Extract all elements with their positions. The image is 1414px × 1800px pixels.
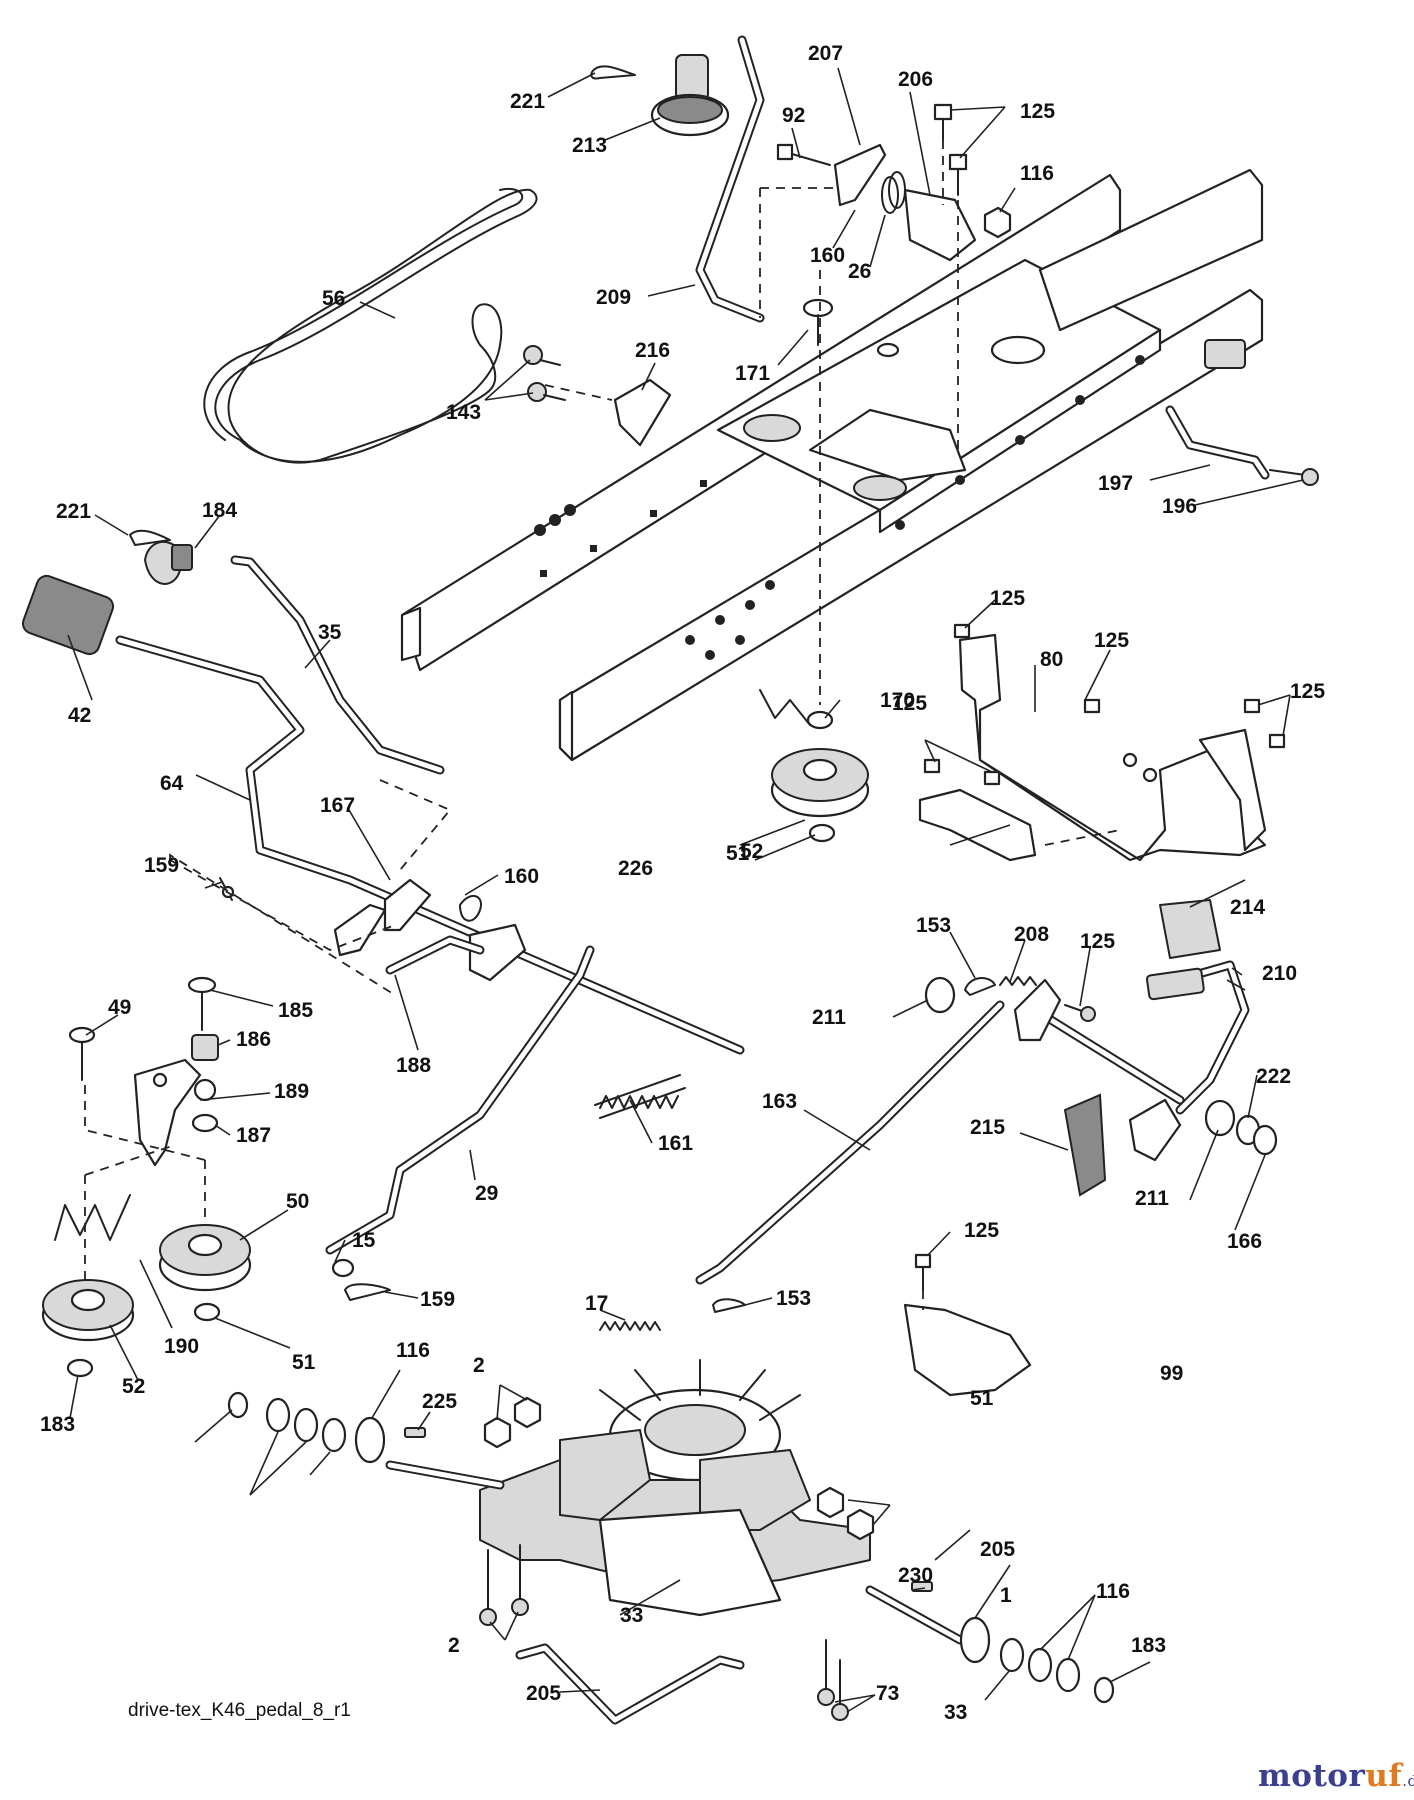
watermark-logo: motoruf.de (1258, 1758, 1414, 1794)
callout-labels: 2212132079220612511616026209561712161431… (40, 42, 1325, 1724)
callout-160: 160 (810, 244, 845, 267)
callout-35: 35 (318, 621, 342, 644)
callout-185: 185 (278, 999, 313, 1022)
callout-50: 50 (286, 1190, 309, 1213)
callout-17: 17 (585, 1292, 608, 1315)
callout-214: 214 (1230, 896, 1265, 919)
callout-207: 207 (808, 42, 843, 65)
callout-216: 216 (635, 339, 670, 362)
callout-206: 206 (898, 68, 933, 91)
callout-80: 80 (1040, 648, 1063, 671)
callout-213: 213 (572, 134, 607, 157)
callout-99: 99 (1160, 1362, 1183, 1385)
callout-52: 52 (740, 840, 763, 863)
callout-125: 125 (964, 1219, 999, 1242)
callout-125: 125 (1080, 930, 1115, 953)
watermark-part1: motor (1258, 1758, 1366, 1794)
callout-196: 196 (1162, 495, 1197, 518)
rail-holes (534, 355, 1145, 660)
callout-92: 92 (782, 104, 805, 127)
callout-211: 211 (1135, 1187, 1169, 1210)
callout-42: 42 (68, 704, 91, 727)
callout-125: 125 (892, 692, 927, 715)
chassis-frame (400, 168, 1264, 762)
callout-29: 29 (475, 1182, 498, 1205)
callout-51: 51 (970, 1387, 994, 1410)
callout-125: 125 (1020, 100, 1055, 123)
callout-170: 170 (880, 689, 915, 712)
callout-209: 209 (596, 286, 631, 309)
callout-221: 221 (510, 90, 545, 113)
callout-184: 184 (202, 499, 237, 522)
callout-205: 205 (526, 1682, 561, 1705)
callout-116: 116 (1096, 1580, 1130, 1603)
callout-116: 116 (396, 1339, 430, 1362)
callout-205: 205 (980, 1538, 1015, 1561)
callout-64: 64 (160, 772, 184, 795)
callout-73: 73 (876, 1682, 899, 1705)
transaxle (227, 1359, 1115, 1725)
callout-188: 188 (396, 1054, 431, 1077)
watermark-part2: uf (1365, 1758, 1403, 1794)
callout-167: 167 (320, 794, 355, 817)
callout-197: 197 (1098, 472, 1133, 495)
callout-153: 153 (916, 914, 951, 937)
callout-153: 153 (776, 1287, 811, 1310)
callout-15: 15 (352, 1229, 376, 1252)
callout-1: 1 (1000, 1584, 1012, 1607)
callout-211: 211 (812, 1006, 846, 1029)
diagram-caption: drive-tex_K46_pedal_8_r1 (128, 1700, 351, 1721)
callout-125: 125 (990, 587, 1025, 610)
callout-159: 159 (144, 854, 179, 877)
assembly-lines (84, 140, 1121, 1310)
callout-186: 186 (236, 1028, 271, 1051)
callout-26: 26 (848, 260, 871, 283)
callout-208: 208 (1014, 923, 1049, 946)
callout-171: 171 (735, 362, 770, 385)
callout-226: 226 (618, 857, 653, 880)
callout-49: 49 (108, 996, 131, 1019)
callout-143: 143 (446, 401, 481, 424)
callout-189: 189 (274, 1080, 309, 1103)
callout-230: 230 (898, 1564, 933, 1587)
callout-2: 2 (448, 1634, 460, 1657)
callout-125: 125 (1290, 680, 1325, 703)
callout-33: 33 (620, 1604, 643, 1627)
callout-183: 183 (1131, 1634, 1166, 1657)
callout-210: 210 (1262, 962, 1297, 985)
center-idler (759, 689, 870, 843)
callout-190: 190 (164, 1335, 199, 1358)
brake-pedal-assembly (695, 899, 1278, 1397)
callout-51: 51 (726, 842, 750, 865)
callout-2: 2 (473, 1354, 485, 1377)
callout-56: 56 (322, 287, 345, 310)
callout-166: 166 (1227, 1230, 1262, 1253)
callout-160: 160 (504, 865, 539, 888)
callout-222: 222 (1256, 1065, 1291, 1088)
left-linkage (21, 529, 746, 1378)
leader-lines (67, 67, 1304, 1713)
callout-187: 187 (236, 1124, 271, 1147)
callout-125: 125 (1094, 629, 1129, 652)
callout-33: 33 (944, 1701, 967, 1724)
drive-belt (203, 187, 538, 464)
callout-51: 51 (292, 1351, 316, 1374)
callout-159: 159 (420, 1288, 455, 1311)
callout-225: 225 (422, 1390, 457, 1413)
watermark-part3: .de (1402, 1772, 1414, 1790)
pedal-bracket (918, 623, 1286, 862)
callout-52: 52 (122, 1375, 145, 1398)
callout-215: 215 (970, 1116, 1005, 1139)
callout-116: 116 (1020, 162, 1054, 185)
callout-161: 161 (658, 1132, 693, 1155)
top-linkage (523, 35, 1319, 486)
callout-221: 221 (56, 500, 91, 523)
callout-163: 163 (762, 1090, 797, 1113)
callout-183: 183 (40, 1413, 75, 1436)
